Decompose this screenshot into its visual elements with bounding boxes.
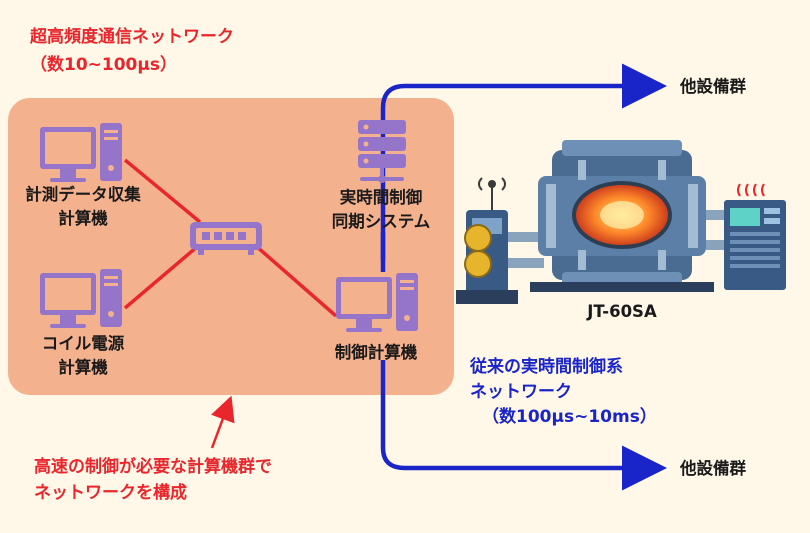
annotation-arrow bbox=[210, 395, 235, 449]
data-collection-label: 計測データ収集 計算機 bbox=[25, 185, 141, 228]
network-title: 超高頻度通信ネットワーク bbox=[30, 27, 234, 47]
annotation-line1: 高速の制御が必要な計算機群で bbox=[34, 457, 272, 477]
jt60sa-label: JT-60SA bbox=[587, 302, 657, 321]
sync-system-label: 実時間制御 同期システム bbox=[331, 188, 431, 231]
control-computer-icon bbox=[336, 273, 418, 332]
network-switch-icon bbox=[190, 222, 262, 255]
sync-server-icon bbox=[358, 120, 406, 183]
legacy-network-line bbox=[380, 63, 667, 491]
jt60sa-tokamak-icon bbox=[456, 140, 786, 304]
annotation-line2: ネットワークを構成 bbox=[34, 483, 187, 503]
coil-power-computer-icon bbox=[40, 269, 122, 328]
legacy-network-title: 従来の実時間制御系 bbox=[470, 357, 623, 377]
coil-power-label: コイル電源 計算機 bbox=[41, 334, 125, 377]
control-computer-label: 制御計算機 bbox=[334, 343, 418, 362]
other-facilities-bottom-label: 他設備群 bbox=[680, 459, 746, 478]
network-latency: （数10~100μs） bbox=[30, 55, 178, 75]
network-links bbox=[123, 158, 338, 318]
legacy-network-latency: （数100μs~10ms） bbox=[482, 407, 657, 427]
data-collection-computer-icon bbox=[40, 123, 122, 182]
legacy-network-subtitle: ネットワーク bbox=[470, 382, 572, 402]
other-facilities-top-label: 他設備群 bbox=[680, 77, 746, 96]
